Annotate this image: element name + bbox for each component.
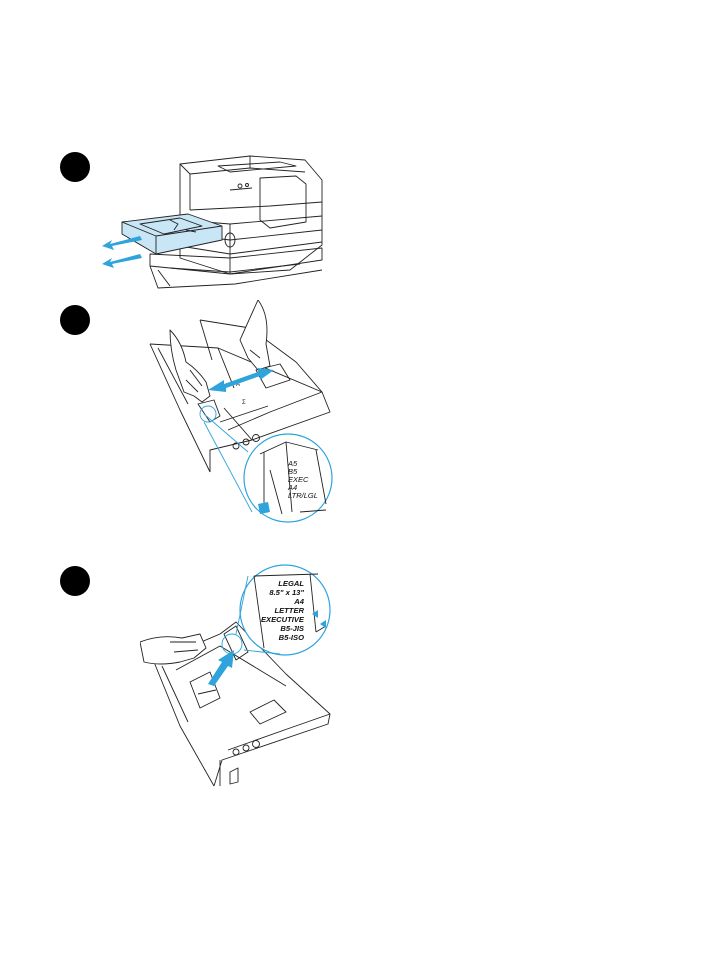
step-3-size-label: LETTER: [274, 606, 304, 615]
step-2-size-label: B5: [288, 467, 298, 476]
step-3-size-label: B5-JIS: [280, 624, 304, 633]
step-2-size-label: EXEC: [288, 475, 309, 484]
step-2-size-label: A5: [287, 459, 298, 468]
svg-text:Σ: Σ: [242, 400, 246, 406]
step-3-size-label: EXECUTIVE: [261, 615, 305, 624]
step-3-size-label: B5-ISO: [279, 633, 304, 642]
step-3-illustration: LEGAL 8.5" x 13" A4 LETTER EXECUTIVE B5-…: [140, 564, 331, 787]
step-3-size-label: A4: [293, 597, 304, 606]
step-3-size-label: LEGAL: [278, 579, 304, 588]
step-1-badge: [60, 152, 90, 182]
step-2-size-label: A4: [287, 483, 297, 492]
step-3-badge: [60, 566, 90, 596]
step-3-size-label: 8.5" x 13": [269, 588, 304, 597]
step-2-illustration: A Σ A5 B5 EXEC A4 LTR/LGL: [149, 300, 333, 523]
step-2-badge: [60, 305, 90, 335]
svg-text:A: A: [236, 382, 240, 388]
step-1-illustration: [102, 155, 323, 289]
step-2-size-label: LTR/LGL: [288, 491, 318, 500]
